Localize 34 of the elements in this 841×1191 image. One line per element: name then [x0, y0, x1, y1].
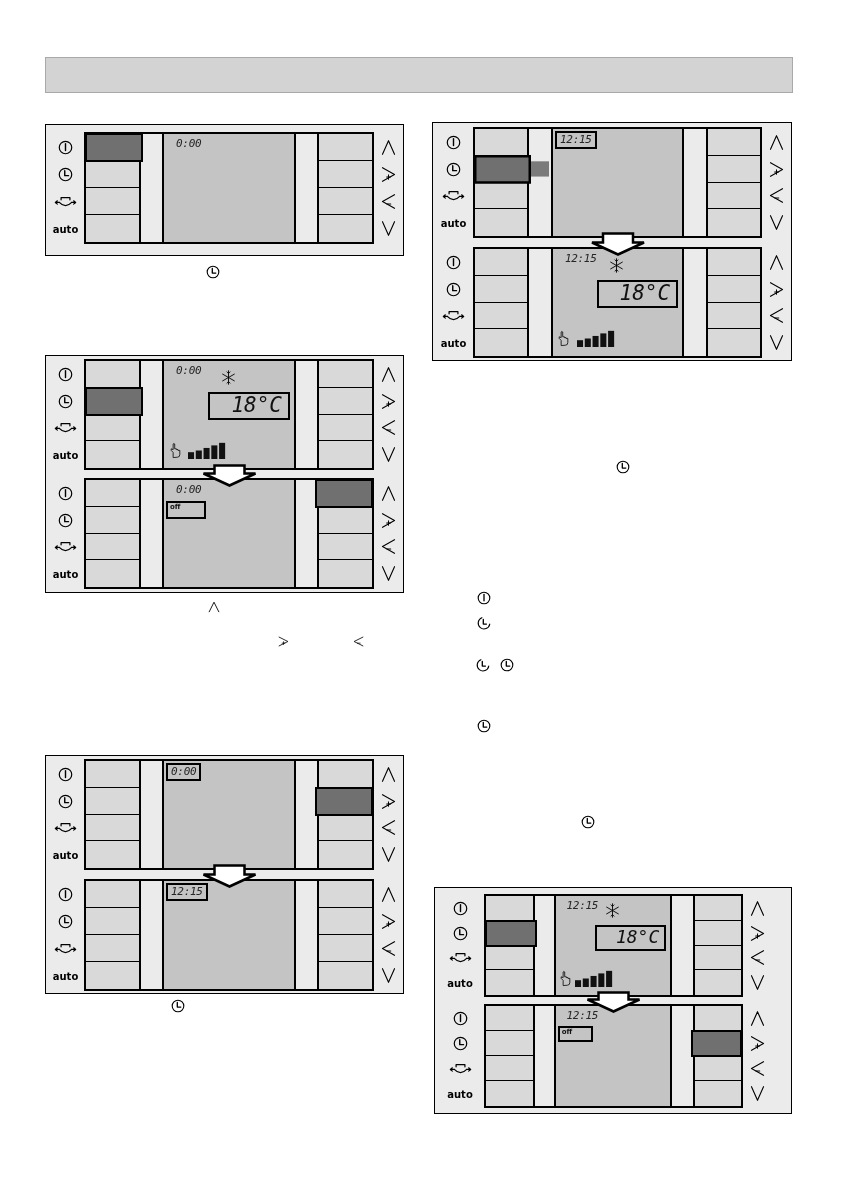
- auto-label: auto: [52, 223, 79, 234]
- control-panel: [484, 1004, 743, 1108]
- control-panel: [84, 478, 374, 589]
- time-readout: 0:00: [166, 763, 202, 781]
- time-readout: 12:15: [555, 131, 597, 149]
- time-readout: 0:00: [176, 137, 202, 150]
- block-arrow: [590, 232, 646, 256]
- time-readout: 12:15: [166, 883, 208, 901]
- auto-label: auto: [52, 568, 79, 580]
- time-readout: 0:00: [176, 364, 202, 377]
- control-panel: [84, 759, 374, 870]
- auto-label: auto: [447, 1088, 473, 1099]
- time-readout: 12:15: [566, 1008, 599, 1022]
- block-arrow: [202, 464, 257, 487]
- block-arrow: [586, 991, 641, 1013]
- control-panel: [473, 127, 762, 238]
- temperature-readout: 18°C: [596, 280, 678, 308]
- temperature-readout: 18°C: [594, 924, 667, 951]
- auto-label: auto: [447, 977, 473, 989]
- auto-label: auto: [440, 217, 467, 229]
- temperature-readout: 18°C: [208, 392, 290, 420]
- control-panel: [84, 132, 374, 244]
- auto-label: auto: [52, 849, 79, 861]
- block-arrow: [202, 864, 257, 888]
- auto-label: auto: [52, 970, 79, 981]
- auto-label: auto: [52, 449, 79, 461]
- time-readout: 12:15: [566, 898, 599, 912]
- control-panel: [473, 247, 762, 358]
- auto-label: auto: [440, 337, 467, 349]
- control-panel: [484, 894, 743, 997]
- control-panel: [84, 359, 374, 470]
- time-readout: 12:15: [564, 252, 597, 265]
- control-panel: [84, 879, 374, 991]
- time-readout: 0:00: [176, 483, 202, 496]
